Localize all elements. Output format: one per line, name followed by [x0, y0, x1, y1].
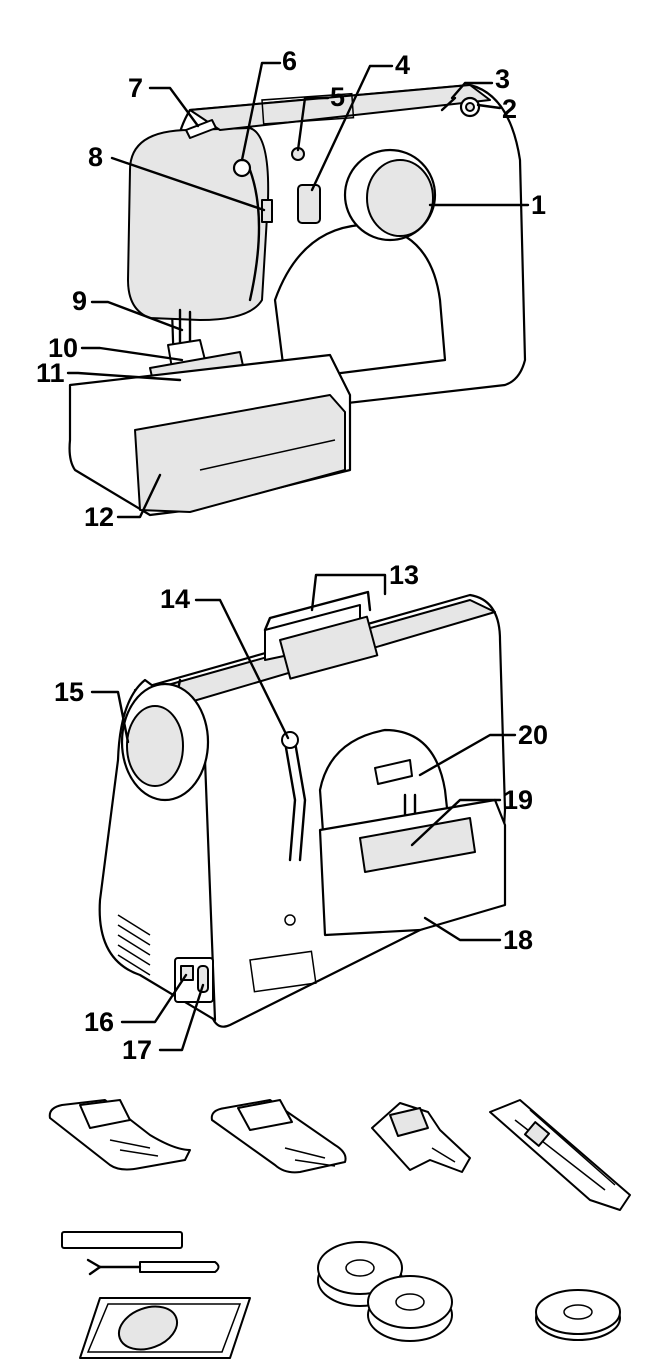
label-20: 20 [518, 720, 548, 750]
label-8: 8 [88, 142, 103, 172]
label-11: 11 [36, 358, 65, 388]
bobbins [318, 1242, 452, 1341]
label-13: 13 [389, 560, 419, 590]
seam-ripper-screwdriver [62, 1232, 219, 1274]
presser-foot-buttonhole [212, 1100, 346, 1172]
label-7: 7 [128, 73, 143, 103]
foot-pedal-mat [80, 1298, 250, 1358]
label-3: 3 [495, 64, 510, 94]
label-16: 16 [84, 1007, 114, 1037]
label-17: 17 [122, 1035, 152, 1065]
label-19: 19 [503, 785, 533, 815]
presser-foot-button-sewing [490, 1100, 630, 1210]
label-6: 6 [282, 46, 297, 76]
accessories [50, 1100, 630, 1358]
label-2: 2 [502, 94, 517, 124]
label-14: 14 [160, 584, 190, 614]
label-15: 15 [54, 677, 84, 707]
label-4: 4 [395, 50, 410, 80]
label-5: 5 [330, 82, 345, 112]
presser-foot-zipper [372, 1103, 470, 1172]
label-9: 9 [72, 286, 87, 316]
label-18: 18 [503, 925, 533, 955]
spool-felt [536, 1290, 620, 1340]
label-12: 12 [84, 502, 114, 532]
label-1: 1 [531, 190, 546, 220]
rear-view-machine [100, 592, 505, 1027]
presser-foot-zigzag [50, 1100, 190, 1169]
